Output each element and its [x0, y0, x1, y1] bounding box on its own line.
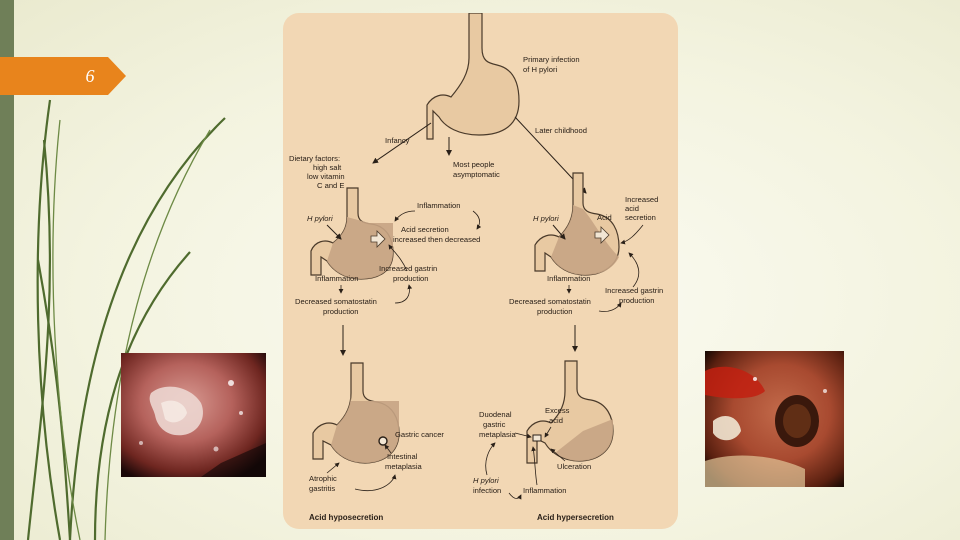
label-left-h-pylori: H pylori	[307, 214, 333, 223]
label-later-childhood: Later childhood	[535, 126, 587, 135]
label-atrophic-1: Atrophic	[309, 474, 337, 483]
label-infancy: Infancy	[385, 136, 410, 145]
endoscopy-photo-left	[121, 353, 266, 477]
label-dietary-2: high salt	[313, 163, 342, 172]
stomach-right-bottom	[526, 360, 614, 464]
label-right-inflammation: Inflammation	[547, 274, 590, 283]
caption-acid-hyposecretion: Acid hyposecretion	[309, 513, 383, 522]
label-most-people-2: asymptomatic	[453, 170, 500, 179]
label-h-pylori-infection-1: H pylori	[473, 476, 499, 485]
caption-acid-hypersecretion: Acid hypersecretion	[537, 513, 614, 522]
label-excess-acid-2: acid	[549, 416, 563, 425]
label-right-somatostatin-2: production	[537, 307, 572, 316]
left-accent-bar	[0, 0, 14, 540]
label-duodenal-1: Duodenal	[479, 410, 512, 419]
label-gastric-cancer: Gastric cancer	[395, 430, 444, 439]
label-most-people-1: Most people	[453, 160, 494, 169]
label-right-gastrin-2: production	[619, 296, 654, 305]
label-right-acid: Acid	[597, 213, 612, 222]
stomach-right-middle	[534, 172, 620, 276]
slide-number-tab	[0, 57, 126, 95]
diagram-canvas: Primary infection of H pylori Infancy La…	[289, 13, 663, 522]
label-h-pylori-infection-2: infection	[473, 486, 501, 495]
label-intestinal-1: Intestinal	[387, 452, 418, 461]
label-intestinal-2: metaplasia	[385, 462, 422, 471]
arrow-to-infancy	[372, 122, 432, 164]
label-acid-secretion-1: Acid secretion	[401, 225, 449, 234]
label-right-inflammation-bottom: Inflammation	[523, 486, 566, 495]
label-dietary-3: low vitamin	[307, 172, 345, 181]
label-acid-secretion-2: increased then decreased	[393, 235, 480, 244]
label-excess-acid-1: Excess	[545, 406, 570, 415]
label-right-somatostatin-1: Decreased somatostatin	[509, 297, 591, 306]
stomach-left-bottom	[312, 362, 400, 464]
label-left-gastrin-2: production	[393, 274, 428, 283]
label-primary-infection-1: Primary infection	[523, 55, 580, 64]
h-pylori-pathway-diagram: Primary infection of H pylori Infancy La…	[283, 13, 678, 529]
label-atrophic-2: gastritis	[309, 484, 335, 493]
label-left-somatostatin-1: Decreased somatostatin	[295, 297, 377, 306]
label-duodenal-2: gastric	[483, 420, 506, 429]
label-primary-infection-2: of H pylori	[523, 65, 557, 74]
label-left-inflammation-bottom: Inflammation	[315, 274, 358, 283]
stomach-top	[426, 13, 520, 140]
label-increased-acid-3: secretion	[625, 213, 656, 222]
label-left-somatostatin-2: production	[323, 307, 358, 316]
label-left-gastrin-1: Increased gastrin	[379, 264, 437, 273]
slide-number: 6	[85, 66, 95, 86]
label-dietary-1: Dietary factors:	[289, 154, 340, 163]
stomach-left-middle	[310, 187, 394, 280]
label-increased-acid-1: Increased	[625, 195, 658, 204]
label-left-inflammation-top: Inflammation	[417, 201, 460, 210]
label-dietary-4: C and E	[317, 181, 344, 190]
label-ulceration: Ulceration	[557, 462, 591, 471]
label-right-h-pylori: H pylori	[533, 214, 559, 223]
label-right-gastrin-1: Increased gastrin	[605, 286, 663, 295]
label-duodenal-3: metaplasia	[479, 430, 516, 439]
label-increased-acid-2: acid	[625, 204, 639, 213]
endoscopy-photo-right	[705, 351, 844, 487]
